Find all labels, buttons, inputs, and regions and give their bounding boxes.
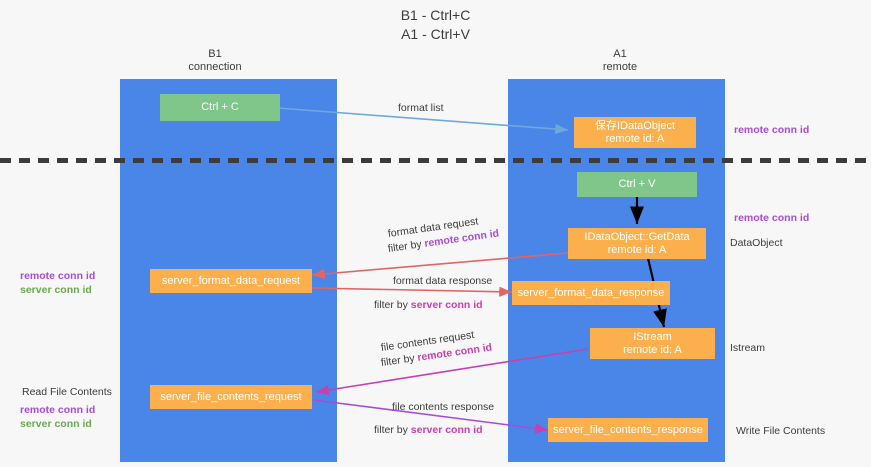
edge-label-format-data-response: format data response [393, 274, 492, 288]
annotation-left-read-file-contents-text: Read File Contents [22, 386, 112, 398]
node-istream-line2: remote id: A [623, 343, 682, 356]
node-save-idataobject-line2: remote id: A [605, 132, 665, 145]
annotation-right-write-file-contents: Write File Contents [736, 424, 825, 438]
filter-prefix: filter by [380, 351, 419, 369]
node-istream-line1: IStream [633, 330, 672, 343]
node-server-format-data-request: server_format_data_request [150, 269, 312, 293]
edge-label-format-list: format list [398, 101, 444, 115]
node-server-format-data-response: server_format_data_response [512, 281, 670, 305]
column-header-b1-name: B1 [208, 48, 222, 60]
annotation-right-remote-conn-id-mid: remote conn id [734, 211, 809, 225]
edge-label-file-contents-response: file contents response [392, 400, 494, 414]
annotation-left-server-conn-id-mid: server conn id [20, 283, 92, 297]
node-server-file-contents-request-label: server_file_contents_request [160, 390, 302, 403]
node-getdata-line2: remote id: A [607, 243, 667, 256]
edge-format-data-response [311, 286, 513, 297]
node-server-format-data-response-label: server_format_data_response [517, 286, 665, 299]
edge-label-file-contents-response-filter: filter by server conn id [374, 423, 483, 437]
diagram-title: B1 - Ctrl+C A1 - Ctrl+V [0, 6, 871, 44]
node-server-format-data-request-label: server_format_data_request [161, 274, 301, 287]
node-server-file-contents-request: server_file_contents_request [150, 385, 312, 409]
annotation-left-read-file-contents: Read File Contents [22, 385, 112, 399]
filter-prefix: filter by [387, 237, 426, 255]
node-ctrl-c-label: Ctrl + C [201, 101, 239, 113]
column-header-a1: A1 remote [555, 48, 685, 74]
annotation-right-dataobject-text: DataObject [730, 237, 783, 249]
edge-label-format-list-text: format list [398, 102, 444, 114]
title-line-2: A1 - Ctrl+V [401, 26, 470, 42]
annotation-right-remote-conn-id-top: remote conn id [734, 123, 809, 137]
edge-label-format-data-response-filter: filter by server conn id [374, 298, 483, 312]
annotation-right-istream-text: Istream [730, 342, 766, 354]
column-header-a1-sub: remote [602, 61, 638, 73]
node-istream: IStream remote id: A [590, 328, 715, 359]
filter-prefix: filter by [374, 299, 411, 311]
filter-prefix: filter by [374, 424, 411, 436]
node-ctrl-c: Ctrl + C [160, 94, 280, 121]
node-save-idataobject: 保存IDataObject remote id: A [574, 117, 696, 148]
filter-key-server-conn-id: server conn id [410, 299, 483, 311]
title-line-1: B1 - Ctrl+C [400, 7, 471, 23]
annotation-left-remote-conn-id-mid: remote conn id [20, 269, 95, 283]
separator-dashed-line [0, 158, 871, 163]
annotation-left-server-conn-id-bottom: server conn id [20, 417, 92, 431]
annotation-right-remote-conn-id-top-text: remote conn id [734, 124, 810, 136]
annotation-left-remote-conn-id-mid-text: remote conn id [20, 270, 96, 282]
column-header-b1: B1 connection [150, 48, 280, 74]
node-ctrl-v-label: Ctrl + V [618, 178, 656, 190]
node-ctrl-v: Ctrl + V [577, 172, 697, 197]
column-header-a1-name: A1 [613, 48, 627, 60]
annotation-left-remote-conn-id-bottom-text: remote conn id [20, 404, 96, 416]
annotation-left-server-conn-id-mid-text: server conn id [20, 284, 92, 296]
node-server-file-contents-response: server_file_contents_response [548, 418, 708, 442]
node-getdata-line1: IDataObject::GetData [584, 230, 690, 243]
node-idataobject-getdata: IDataObject::GetData remote id: A [568, 228, 706, 259]
edge-label-file-contents-response-text: file contents response [392, 401, 495, 413]
annotation-left-remote-conn-id-bottom: remote conn id [20, 403, 95, 417]
annotation-right-write-file-contents-text: Write File Contents [736, 425, 826, 437]
annotation-right-istream: Istream [730, 341, 765, 355]
column-header-b1-sub: connection [188, 61, 242, 73]
annotation-right-remote-conn-id-mid-text: remote conn id [734, 212, 810, 224]
node-server-file-contents-response-label: server_file_contents_response [553, 423, 703, 436]
annotation-left-server-conn-id-bottom-text: server conn id [20, 418, 92, 430]
filter-key-server-conn-id: server conn id [410, 424, 483, 436]
edge-label-format-data-response-text: format data response [393, 275, 493, 287]
annotation-right-dataobject: DataObject [730, 236, 783, 250]
node-save-idataobject-line1: 保存IDataObject [594, 119, 676, 132]
